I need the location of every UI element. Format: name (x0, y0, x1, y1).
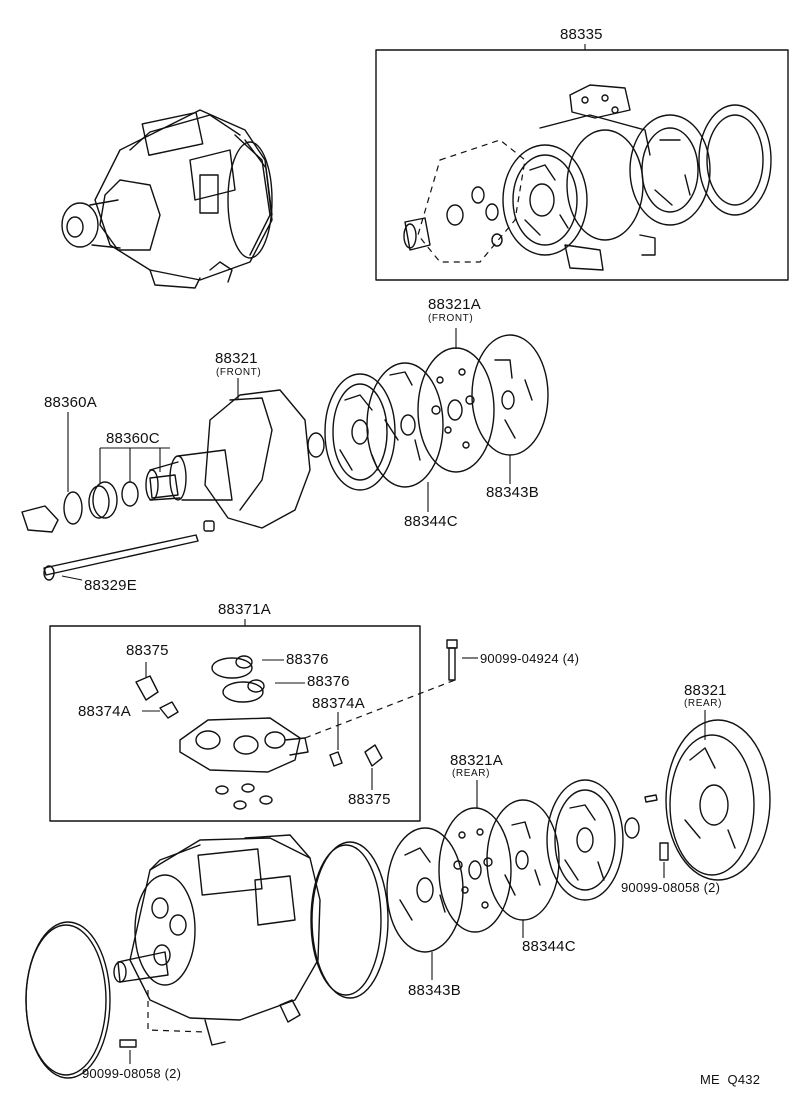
assembly-88335-frame (375, 49, 789, 281)
label-88321-front-sub: (FRONT) (216, 367, 262, 378)
label-90099-04924: 90099-04924 (4) (480, 651, 580, 666)
label-90099-08058-right: 90099-08058 (2) (621, 880, 721, 895)
label-88321-rear-sub: (REAR) (684, 698, 723, 709)
label-88335: 88335 (560, 26, 603, 43)
compressor-assembly-drawing (61, 109, 273, 289)
label-88321-front: 88321 (215, 350, 258, 367)
label-88321A-rear: 88321A (450, 752, 503, 769)
label-88343B-rear: 88343B (408, 982, 461, 999)
front-plate-drawing (417, 347, 495, 473)
rear-housing-drawing (665, 719, 771, 881)
assembly-88335-drawing (403, 84, 772, 271)
label-88376-b: 88376 (307, 673, 350, 690)
label-88374A-left: 88374A (78, 703, 131, 720)
label-88344C-front: 88344C (404, 513, 458, 530)
label-88376-a: 88376 (286, 651, 329, 668)
label-88360A: 88360A (44, 394, 97, 411)
label-88360C: 88360C (106, 430, 160, 447)
valve-kit-88371A-frame (49, 625, 421, 822)
label-88321A-rear-sub: (REAR) (452, 768, 491, 779)
label-90099-08058-left: 90099-08058 (2) (82, 1066, 182, 1081)
label-88371A: 88371A (218, 601, 271, 618)
rear-compressor-drawing (113, 834, 321, 1046)
label-88374A-right: 88374A (312, 695, 365, 712)
front-housing-drawing (204, 389, 311, 529)
label-88343B-front: 88343B (486, 484, 539, 501)
label-88375-bottom: 88375 (348, 791, 391, 808)
reference-code: ME Q432 (700, 1072, 761, 1087)
label-88344C-rear: 88344C (522, 938, 576, 955)
label-88321A-front-sub: (FRONT) (428, 313, 474, 324)
label-88375-top: 88375 (126, 642, 169, 659)
label-88321A-front: 88321A (428, 296, 481, 313)
label-88321-rear: 88321 (684, 682, 727, 699)
valve-kit-88371A-drawing (135, 655, 383, 810)
label-88329E: 88329E (84, 577, 137, 594)
